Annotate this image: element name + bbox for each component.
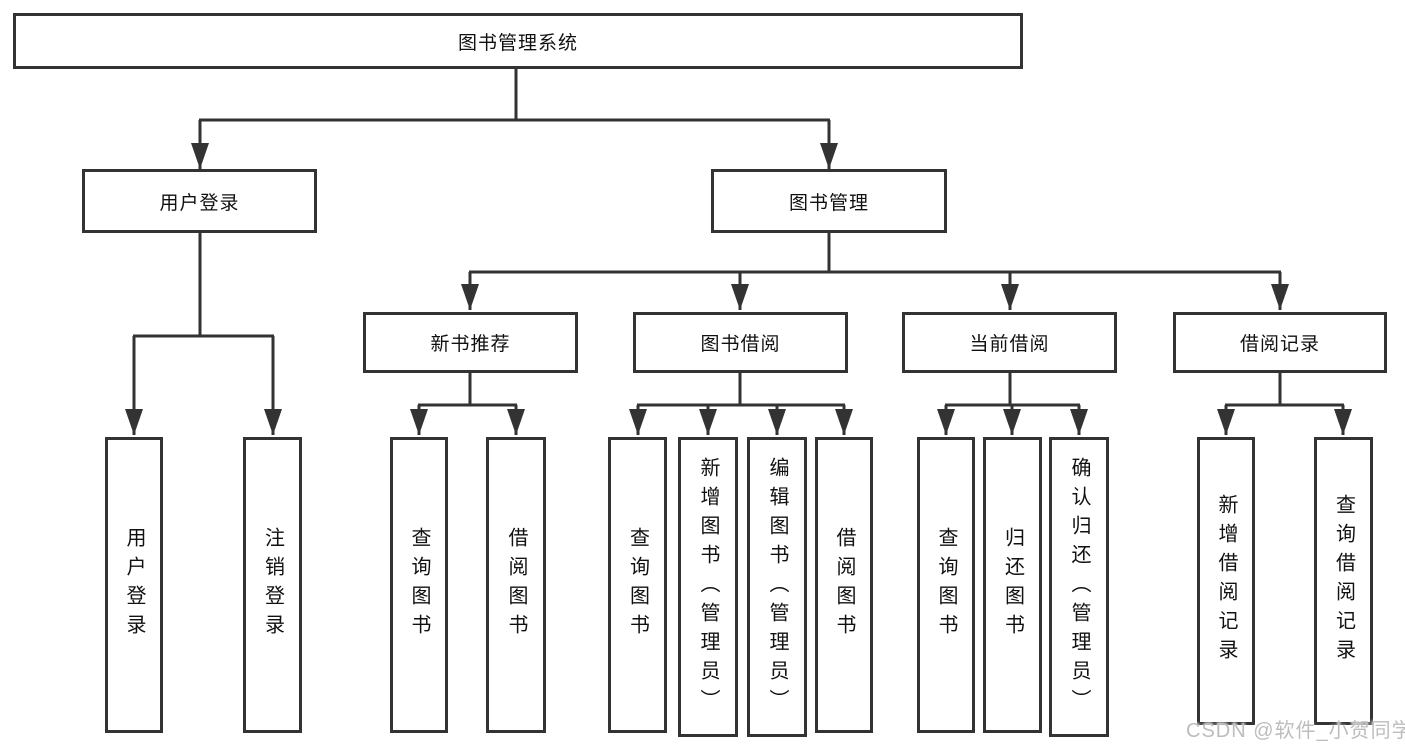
leaf-query-books-recommend-label: 查询图书 <box>408 527 430 643</box>
leaf-query-books-borrowing: 查询图书 <box>608 437 667 733</box>
node-user-login-label: 用户登录 <box>159 192 240 214</box>
leaf-logout-label: 注销登录 <box>261 527 284 643</box>
leaf-query-borrow-record-label: 查询借阅记录 <box>1332 494 1355 668</box>
node-current-borrowing: 当前借阅 <box>902 312 1117 373</box>
leaf-return-books-label: 归还图书 <box>1001 527 1024 643</box>
leaf-add-books-admin-label: 新增图书（管理员） <box>697 456 719 718</box>
leaf-query-books-current-label: 查询图书 <box>935 527 957 643</box>
leaf-edit-books-admin-label: 编辑图书（管理员） <box>766 456 788 718</box>
leaf-query-books-borrowing-label: 查询图书 <box>626 527 649 643</box>
leaf-add-borrow-record-label: 新增借阅记录 <box>1215 494 1237 668</box>
leaf-query-borrow-record: 查询借阅记录 <box>1314 437 1373 725</box>
leaf-logout: 注销登录 <box>243 437 302 733</box>
leaf-borrow-books-recommend-label: 借阅图书 <box>505 527 527 643</box>
node-user-login: 用户登录 <box>82 169 317 233</box>
leaf-user-login-label: 用户登录 <box>123 527 145 643</box>
connector-elbows <box>133 68 1344 407</box>
leaf-add-books-admin: 新增图书（管理员） <box>678 437 738 737</box>
leaf-query-books-current: 查询图书 <box>917 437 975 733</box>
node-new-book-recommendation: 新书推荐 <box>363 312 578 373</box>
leaf-return-books: 归还图书 <box>983 437 1042 733</box>
leaf-confirm-return-admin-label: 确认归还（管理员） <box>1068 456 1090 718</box>
leaf-borrow-books-borrowing-label: 借阅图书 <box>833 527 855 643</box>
connector-arrows <box>125 120 1352 435</box>
node-book-management-label: 图书管理 <box>788 192 869 214</box>
node-library-management-system: 图书管理系统 <box>13 13 1023 69</box>
leaf-borrow-books-borrowing: 借阅图书 <box>815 437 873 733</box>
leaf-add-borrow-record: 新增借阅记录 <box>1197 437 1255 725</box>
node-borrowing-records: 借阅记录 <box>1173 312 1387 373</box>
leaf-user-login: 用户登录 <box>105 437 163 733</box>
leaf-query-books-recommend: 查询图书 <box>390 437 448 733</box>
node-book-borrowing: 图书借阅 <box>633 312 848 373</box>
node-book-borrowing-label: 图书借阅 <box>700 334 781 355</box>
node-new-book-recommendation-label: 新书推荐 <box>430 334 511 355</box>
node-borrowing-records-label: 借阅记录 <box>1239 334 1320 355</box>
leaf-confirm-return-admin: 确认归还（管理员） <box>1049 437 1109 737</box>
node-book-management: 图书管理 <box>711 169 947 233</box>
node-current-borrowing-label: 当前借阅 <box>969 334 1050 355</box>
csdn-watermark: CSDN @软件_小贺同学 <box>1186 720 1405 742</box>
leaf-borrow-books-recommend: 借阅图书 <box>486 437 546 733</box>
leaf-edit-books-admin: 编辑图书（管理员） <box>747 437 807 737</box>
node-library-management-system-label: 图书管理系统 <box>457 32 578 54</box>
